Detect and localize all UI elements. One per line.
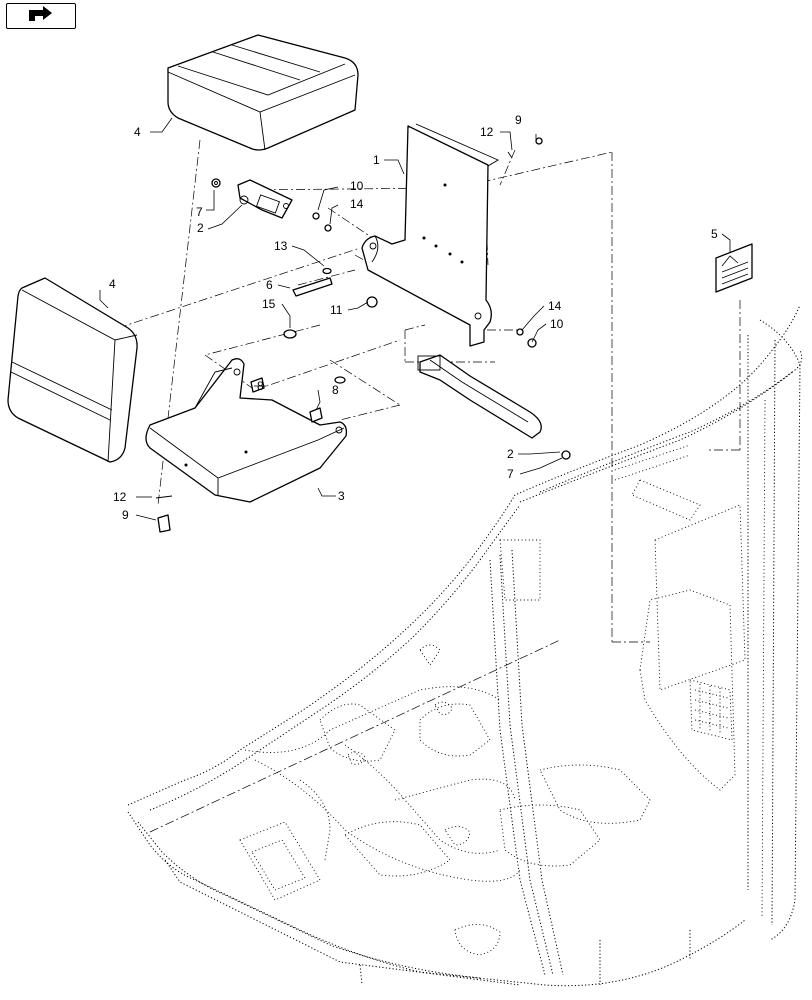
callout-12-top[interactable]: 12 — [480, 125, 494, 139]
callout-4-cushion[interactable]: 4 — [134, 125, 141, 139]
seat-cushion[interactable] — [167, 34, 359, 151]
callout-9-bottom[interactable]: 9 — [122, 508, 129, 522]
warning-decal[interactable] — [715, 243, 753, 293]
callout-labels: 4 4 1 2 7 10 14 13 6 15 11 8 8 3 9 12 14… — [109, 113, 718, 522]
callout-3[interactable]: 3 — [338, 489, 345, 503]
callout-8-right[interactable]: 8 — [332, 383, 339, 397]
seat-back[interactable] — [7, 277, 138, 463]
callout-11[interactable]: 11 — [330, 303, 343, 317]
hardware — [155, 137, 571, 533]
seat-belt-strap[interactable] — [417, 354, 542, 439]
callout-10-top[interactable]: 10 — [350, 179, 364, 193]
callout-8-left[interactable]: 8 — [257, 379, 264, 393]
callout-6[interactable]: 6 — [266, 278, 273, 292]
callout-14-top[interactable]: 14 — [350, 197, 364, 211]
callout-4-back[interactable]: 4 — [109, 277, 116, 291]
callout-7-right[interactable]: 7 — [507, 467, 514, 481]
return-arrow-icon — [29, 6, 52, 21]
callout-9-top[interactable]: 9 — [515, 113, 522, 127]
callout-7-top[interactable]: 7 — [196, 205, 203, 219]
callout-13[interactable]: 13 — [274, 239, 288, 253]
callout-10-right[interactable]: 10 — [550, 317, 564, 331]
callout-15[interactable]: 15 — [262, 297, 276, 311]
leader-lines — [99, 117, 731, 521]
callout-1[interactable]: 1 — [373, 153, 380, 167]
callout-2-top[interactable]: 2 — [197, 221, 204, 235]
seat-pan[interactable] — [145, 358, 348, 503]
mounting-bracket[interactable] — [361, 123, 499, 347]
seat-belt-buckle-top[interactable] — [237, 179, 293, 219]
callout-2-right[interactable]: 2 — [507, 447, 514, 461]
callout-14-right[interactable]: 14 — [548, 299, 562, 313]
return-button[interactable] — [6, 3, 76, 29]
cab-outline — [127, 304, 803, 987]
callout-12-bottom[interactable]: 12 — [113, 490, 127, 504]
callout-5[interactable]: 5 — [711, 227, 718, 241]
